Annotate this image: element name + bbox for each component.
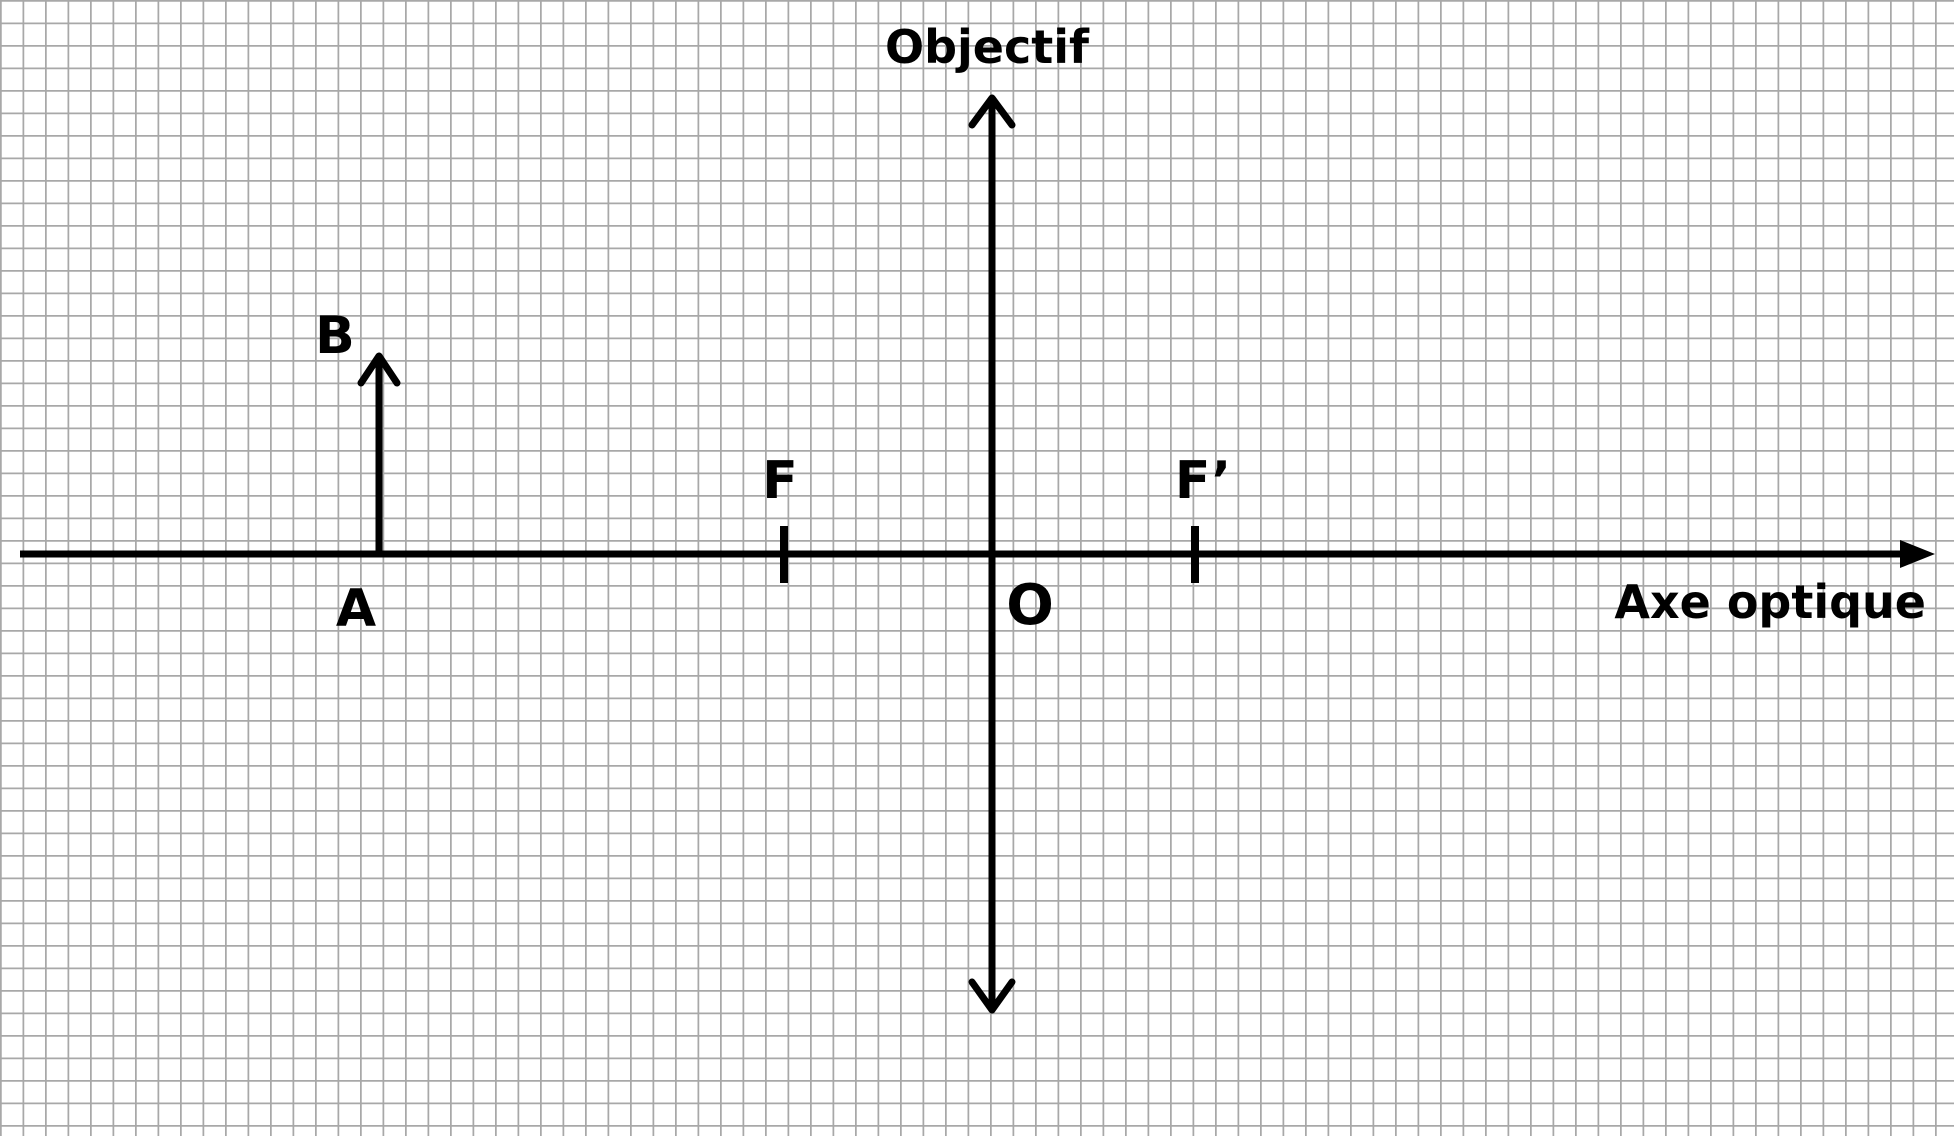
- lens-bottom-arrowhead: [968, 978, 1016, 1014]
- axis-label: Axe optique: [1614, 575, 1926, 629]
- lens-objectif: [968, 94, 1016, 1014]
- axis-arrowhead: [1900, 540, 1935, 568]
- object-arrow-ab: [357, 352, 401, 554]
- point-label-f-prime: F’: [1175, 451, 1231, 511]
- object-arrowhead: [357, 352, 401, 387]
- point-label-a: A: [336, 579, 376, 639]
- point-label-f: F: [762, 451, 798, 511]
- optical-axis: [20, 540, 1935, 568]
- point-label-b: B: [315, 306, 355, 366]
- lens-label: Objectif: [885, 20, 1090, 74]
- lens-top-arrowhead: [968, 94, 1016, 129]
- point-label-o: O: [1006, 573, 1054, 638]
